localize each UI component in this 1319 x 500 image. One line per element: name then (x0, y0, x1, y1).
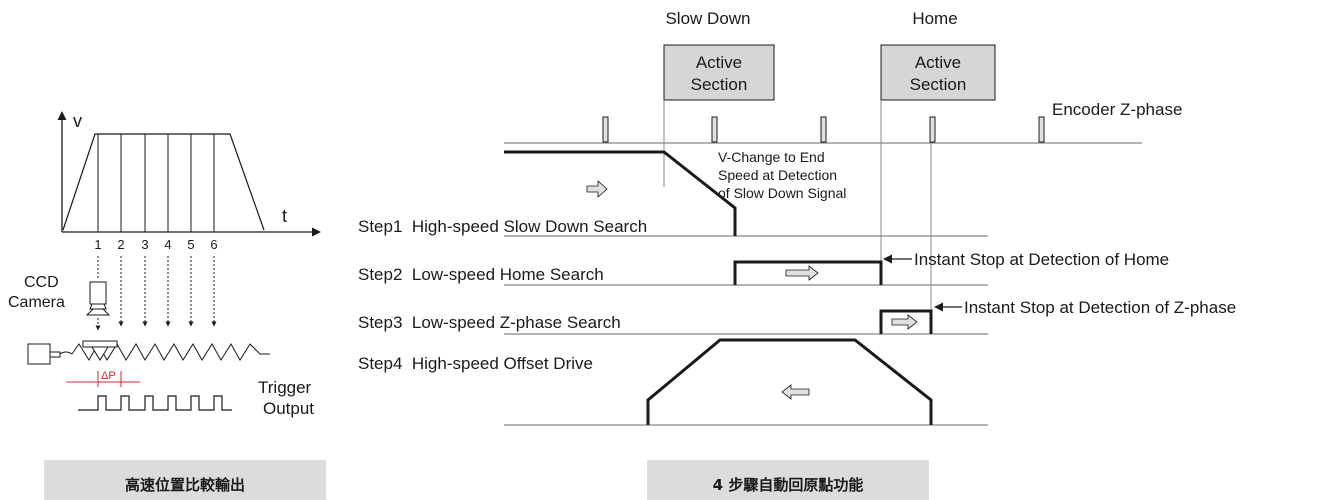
left-arrow-icon (781, 384, 810, 400)
active-section-label-line2: Section (691, 75, 748, 94)
active-section-label-line1: Active (696, 53, 742, 72)
step3-label: Step3 Low-speed Z-phase Search (358, 313, 621, 332)
step4-label: Step4 High-speed Offset Drive (358, 354, 593, 373)
trigger-label-line2: Output (263, 399, 314, 418)
step2-speed-profile (733, 260, 883, 285)
encoder-z-phase-label: Encoder Z-phase (1052, 100, 1182, 119)
camera-label-line2: Camera (8, 294, 65, 311)
right-caption: 4 步驟自動回原點功能 (713, 476, 864, 494)
camera-icon (85, 281, 111, 316)
home-title: Home (912, 9, 957, 28)
pulse-number: 3 (141, 237, 148, 252)
v-change-label-line1: V-Change to End (718, 149, 825, 165)
velocity-trapezoid (62, 133, 265, 231)
homing-diagram: Slow Down Home Active Section Active Sec… (358, 9, 1236, 426)
active-section-label-line2: Section (910, 75, 967, 94)
slow-down-active-section-box (663, 44, 775, 101)
t-axis-label: t (282, 206, 287, 226)
v-change-label-line2: Speed at Detection (718, 167, 837, 183)
step4-speed-profile (646, 338, 933, 425)
home-active-section-box (880, 44, 996, 101)
delta-p-indicator (66, 371, 140, 387)
pulse-number: 5 (187, 237, 194, 252)
encoder-z-phase-pulses (602, 116, 1045, 143)
camera-label-line1: CCD (24, 274, 59, 291)
active-section-label-line1: Active (915, 53, 961, 72)
trigger-label-line1: Trigger (258, 378, 312, 397)
ball-screw (59, 342, 270, 361)
step3-speed-profile (879, 309, 933, 334)
delta-p-label: ΔP (101, 370, 116, 382)
motor-shaft (50, 351, 61, 358)
step1-speed-profile (504, 150, 737, 236)
pulse-number: 2 (117, 237, 124, 252)
step1-label: Step1 High-speed Slow Down Search (358, 217, 647, 236)
trigger-dotted-arrows (95, 256, 217, 331)
left-caption: 高速位置比較輸出 (125, 476, 245, 494)
velocity-profile-diagram: v t 1 2 3 4 5 6 (8, 111, 321, 418)
right-arrow-icon (586, 180, 608, 198)
step2-label: Step2 Low-speed Home Search (358, 265, 604, 284)
stage-block (82, 340, 118, 348)
right-arrow-icon (891, 314, 918, 330)
right-arrow-icon (785, 265, 819, 281)
trigger-pulse-train (78, 395, 232, 411)
pulse-vertical-lines (97, 134, 215, 232)
motor-icon (27, 343, 51, 365)
right-caption-bar (647, 460, 929, 500)
work-triangle (91, 346, 109, 361)
slow-down-title: Slow Down (665, 9, 750, 28)
left-caption-bar (44, 460, 326, 500)
instant-stop-home-label: Instant Stop at Detection of Home (914, 250, 1169, 269)
pulse-number: 4 (164, 237, 171, 252)
instant-stop-z-label: Instant Stop at Detection of Z-phase (964, 298, 1236, 317)
v-axis-label: v (73, 111, 82, 131)
pulse-number: 1 (94, 237, 101, 252)
pulse-number: 6 (210, 237, 217, 252)
v-change-label-line3: of Slow Down Signal (718, 185, 846, 201)
